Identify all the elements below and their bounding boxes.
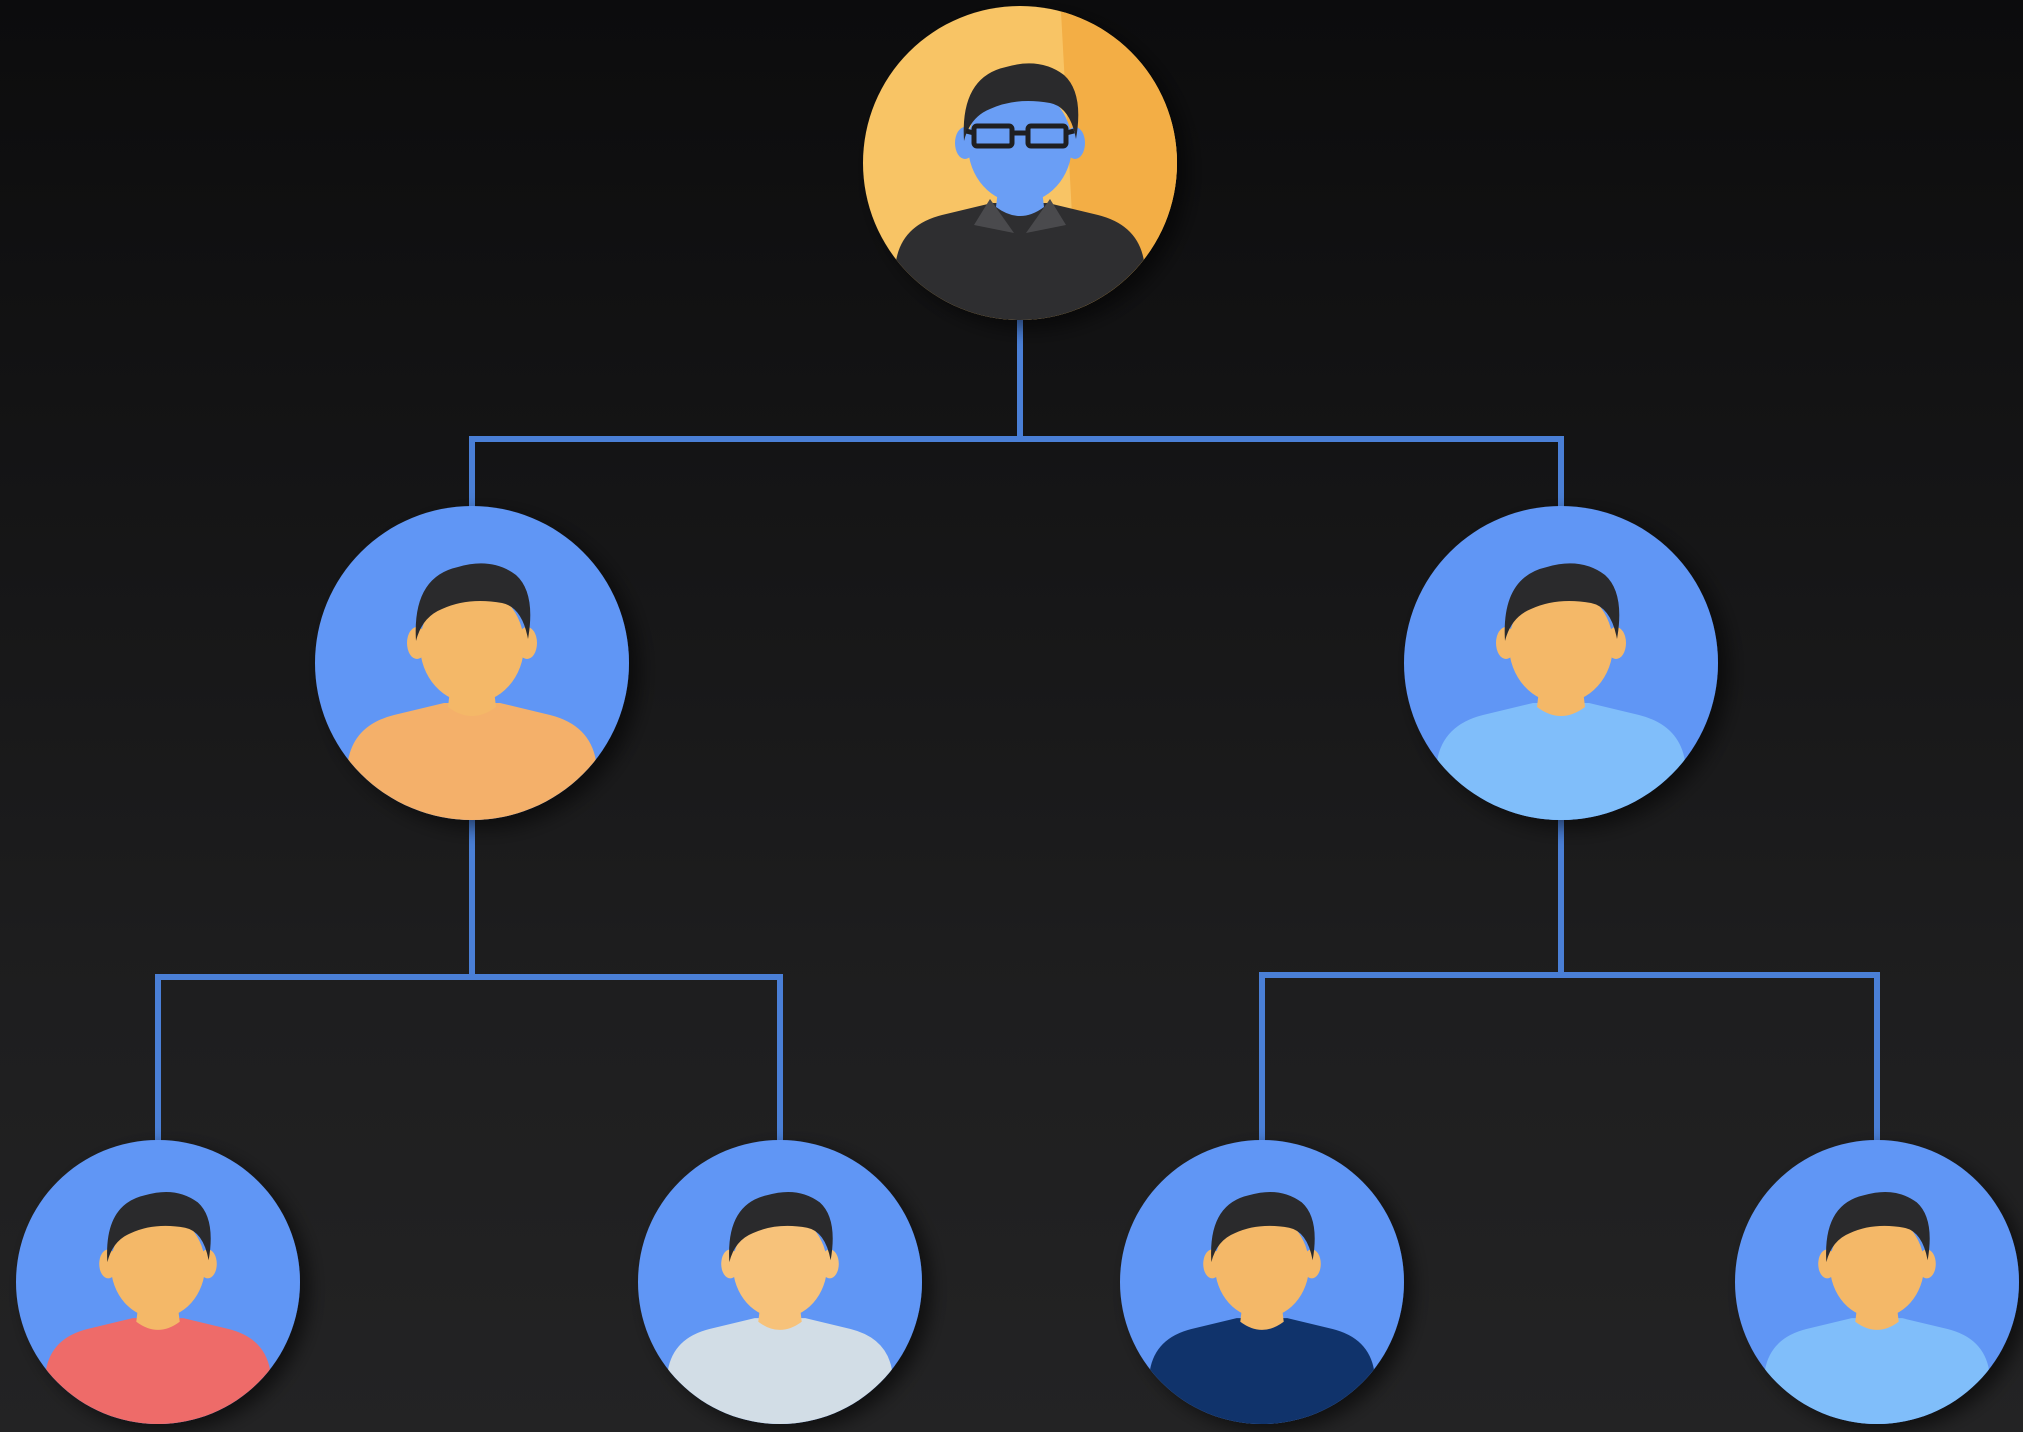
hair: [963, 63, 1079, 141]
hair: [1826, 1191, 1930, 1263]
shirt: [340, 703, 604, 820]
shirt: [1757, 1318, 1997, 1425]
hair: [415, 563, 531, 641]
connector-l1-right-to-l2-4: [1558, 817, 1880, 1145]
person-icon: [38, 1191, 278, 1425]
manager-with-glasses-icon: [888, 6, 1177, 320]
person-icon: [660, 1191, 900, 1425]
hair: [1211, 1191, 1315, 1263]
shirt: [660, 1318, 900, 1425]
face: [732, 1213, 828, 1319]
org-node-l2-3[interactable]: [1120, 1140, 1404, 1431]
connector-root-to-l1-left: [469, 317, 1023, 511]
org-node-root[interactable]: [863, 0, 1220, 363]
connector-root-to-l1-right: [1017, 317, 1564, 511]
org-node-l2-2[interactable]: [638, 1140, 922, 1431]
org-nodes: [15, 0, 2019, 1431]
person-icon: [1142, 1191, 1382, 1425]
face: [420, 587, 524, 703]
connector-lines: [155, 317, 1880, 1145]
org-node-l2-4[interactable]: [1735, 1140, 2019, 1431]
hair: [1504, 563, 1620, 641]
hair: [107, 1191, 211, 1263]
connector-l1-left-to-l2-2: [469, 817, 783, 1145]
face: [1509, 587, 1613, 703]
person-icon: [1429, 563, 1693, 820]
person-icon: [340, 563, 604, 820]
org-node-l1-right[interactable]: [1404, 506, 1718, 828]
shirt: [1429, 703, 1693, 820]
connector-l1-left-to-l2-1: [155, 817, 475, 1145]
face: [1214, 1213, 1310, 1319]
face: [1829, 1213, 1925, 1319]
org-node-l2-1[interactable]: [15, 1140, 300, 1431]
face: [968, 87, 1072, 203]
hair: [729, 1191, 833, 1263]
shirt: [38, 1318, 278, 1425]
glasses-icon: [965, 123, 1075, 149]
face: [110, 1213, 206, 1319]
shirt: [1142, 1318, 1382, 1425]
shirt: [888, 203, 1152, 320]
connector-l1-right-to-l2-3: [1259, 817, 1564, 1145]
person-icon: [1757, 1191, 1997, 1425]
org-node-l1-left[interactable]: [315, 506, 629, 828]
